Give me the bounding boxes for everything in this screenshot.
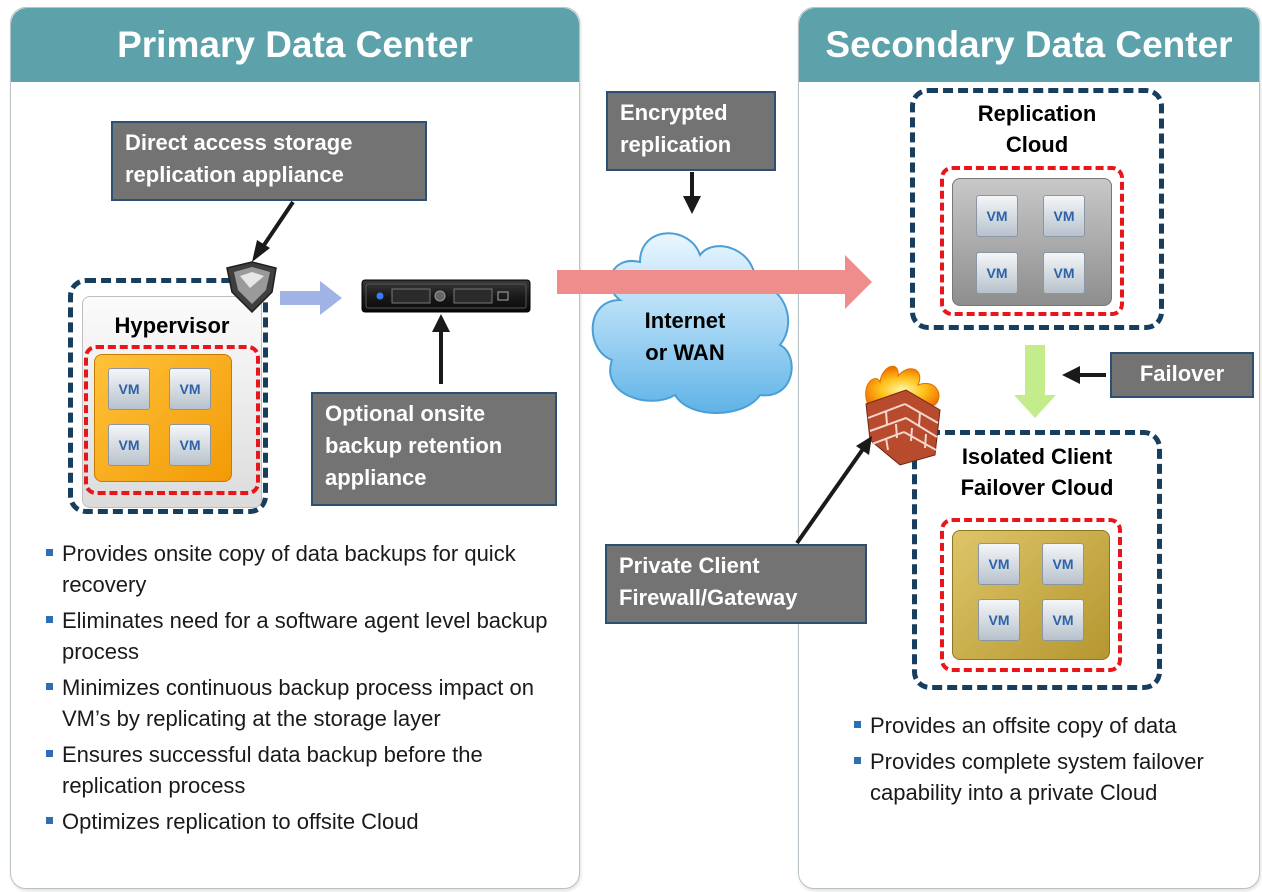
- label-line: Isolated Client: [961, 444, 1113, 469]
- firewall-icon: [865, 365, 941, 466]
- internet-wan-label: Internet or WAN: [620, 305, 750, 369]
- list-item: Provides onsite copy of data backups for…: [44, 538, 554, 600]
- callout-line: Optional onsite: [325, 401, 486, 426]
- list-item: Provides an offsite copy of data: [852, 710, 1252, 741]
- onsite-backup-callout: Optional onsite backup retention applian…: [311, 392, 557, 506]
- hypervisor-to-appliance-arrow: [280, 281, 342, 315]
- primary-benefits-list: Provides onsite copy of data backups for…: [44, 538, 554, 842]
- callout-line: appliance: [325, 465, 427, 490]
- vm-tile: VM: [978, 543, 1020, 585]
- list-item: Optimizes replication to offsite Cloud: [44, 806, 554, 837]
- server-appliance-icon: [361, 279, 531, 313]
- vm-tile: VM: [169, 368, 211, 410]
- secondary-panel-title: Secondary Data Center: [799, 8, 1259, 82]
- replication-vm-boundary: [940, 166, 1124, 316]
- list-item: Ensures successful data backup before th…: [44, 739, 554, 801]
- replication-cloud-boundary: [910, 88, 1164, 330]
- vm-tile: VM: [108, 424, 150, 466]
- callout-line: backup retention: [325, 433, 503, 458]
- secondary-benefits-list: Provides an offsite copy of data Provide…: [852, 710, 1252, 813]
- replication-arrow: [557, 255, 872, 309]
- callout-line: Firewall/Gateway: [619, 585, 798, 610]
- vm-tile: VM: [1043, 252, 1085, 294]
- vm-tile: VM: [1043, 195, 1085, 237]
- shield-icon: [226, 261, 277, 314]
- vm-tile: VM: [978, 599, 1020, 641]
- vm-tile: VM: [976, 195, 1018, 237]
- failover-callout: Failover: [1110, 352, 1254, 398]
- hypervisor-boundary: [68, 278, 268, 514]
- vm-tile: VM: [108, 368, 150, 410]
- label-line: Failover Cloud: [960, 475, 1114, 500]
- storage-appliance-callout: Direct access storage replication applia…: [111, 121, 427, 201]
- callout-line: Direct access storage: [125, 130, 353, 155]
- vm-tile: VM: [1042, 543, 1084, 585]
- isolated-cloud-label: Isolated Client Failover Cloud: [912, 441, 1162, 503]
- label-line: or WAN: [645, 340, 725, 365]
- vm-tile: VM: [169, 424, 211, 466]
- failover-arrow: [1014, 345, 1056, 418]
- isolated-cloud-boundary: [912, 430, 1162, 690]
- vm-tile: VM: [1042, 599, 1084, 641]
- label-line: Internet: [644, 308, 726, 333]
- isolated-vm-boundary: [940, 518, 1122, 672]
- callout-line: Private Client: [619, 553, 760, 578]
- callout-line: Encrypted: [620, 100, 728, 125]
- encrypted-replication-callout: Encrypted replication: [606, 91, 776, 171]
- list-item: Eliminates need for a software agent lev…: [44, 605, 554, 667]
- vm-tile: VM: [976, 252, 1018, 294]
- firewall-gateway-callout: Private Client Firewall/Gateway: [605, 544, 867, 624]
- secondary-data-center-panel: Secondary Data Center: [798, 7, 1260, 889]
- list-item: Minimizes continuous backup process impa…: [44, 672, 554, 734]
- label-line: Replication: [977, 101, 1097, 126]
- callout-line: replication appliance: [125, 162, 344, 187]
- list-item: Provides complete system failover capabi…: [852, 746, 1252, 808]
- label-line: Cloud: [1005, 132, 1069, 157]
- replication-cloud-label: Replication Cloud: [910, 98, 1164, 160]
- hypervisor-label: Hypervisor: [114, 313, 230, 338]
- primary-panel-title: Primary Data Center: [11, 8, 579, 82]
- pointer-arrows: [252, 172, 1106, 545]
- hypervisor-vm-boundary: [84, 345, 260, 495]
- callout-line: replication: [620, 132, 732, 157]
